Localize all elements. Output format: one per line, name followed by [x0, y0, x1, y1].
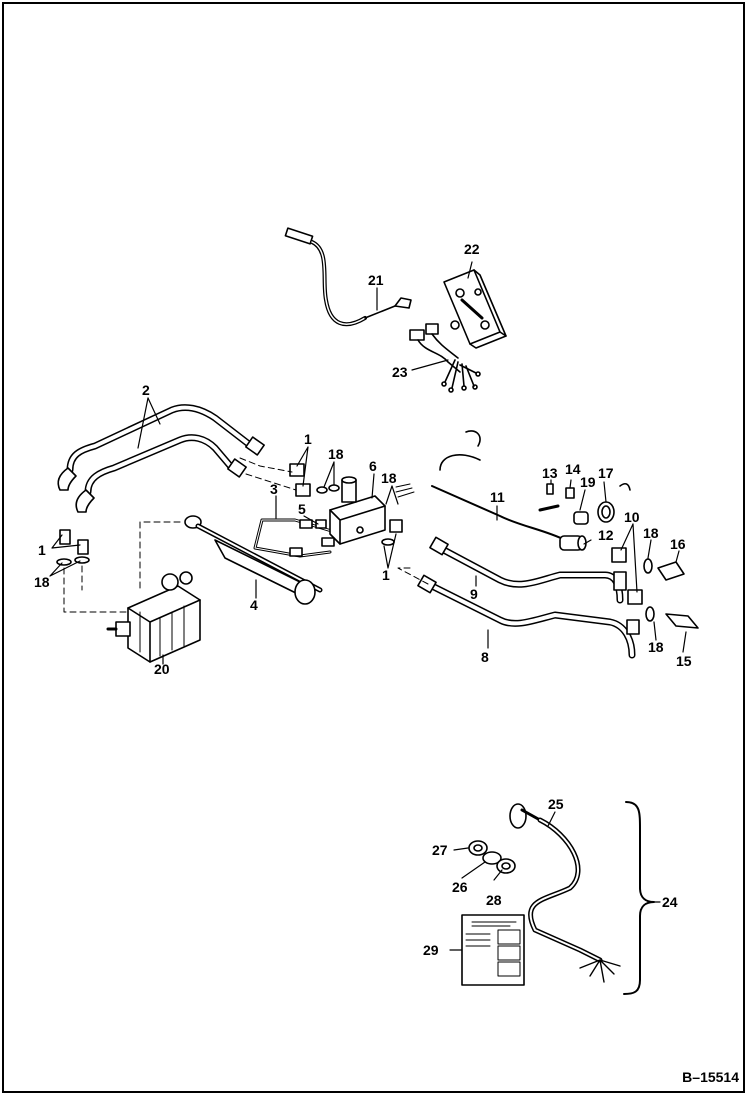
- callout-19: 19: [580, 474, 596, 490]
- callout-25: 25: [548, 796, 564, 812]
- callout-1-left: 1: [38, 542, 46, 558]
- kit-bracket: [623, 801, 655, 995]
- callout-28: 28: [486, 892, 502, 908]
- hydraulic-hose-8: [417, 574, 640, 659]
- callout-6: 6: [369, 458, 377, 474]
- controller-module-part: [443, 269, 507, 349]
- callout-24: 24: [662, 894, 678, 910]
- valve-fittings: [289, 463, 415, 547]
- valve-block-part: [329, 476, 386, 545]
- callout-18-lower-right: 18: [648, 639, 664, 655]
- callout-18-upper: 18: [328, 446, 344, 462]
- callout-29: 29: [423, 942, 439, 958]
- callout-26: 26: [452, 879, 468, 895]
- callout-10: 10: [624, 509, 640, 525]
- callout-5: 5: [298, 501, 306, 517]
- callout-18-valve: 18: [381, 470, 397, 486]
- callout-20: 20: [154, 661, 170, 677]
- hydraulic-hose-pair-2: [57, 404, 265, 513]
- wiring-harness-part: [409, 323, 481, 393]
- callout-4: 4: [250, 597, 258, 613]
- callout-21: 21: [368, 272, 384, 288]
- hydraulic-motor-part: [106, 571, 201, 663]
- instruction-decal-29: [461, 914, 525, 986]
- callout-16: 16: [670, 536, 686, 552]
- connector-cable-part: [431, 430, 587, 551]
- callout-17: 17: [598, 465, 614, 481]
- left-fittings: [56, 529, 90, 566]
- callout-1-upper: 1: [304, 431, 312, 447]
- small-hardware-parts: [546, 482, 631, 525]
- callout-18-right: 18: [643, 525, 659, 541]
- sensor-cable-part: [284, 227, 412, 327]
- drawing-reference-number: B–15514: [682, 1069, 739, 1085]
- callout-9: 9: [470, 586, 478, 602]
- callout-14: 14: [565, 461, 581, 477]
- hydraulic-cylinder-part: [184, 515, 323, 605]
- callout-13: 13: [542, 465, 558, 481]
- callout-12: 12: [598, 527, 614, 543]
- callout-23: 23: [392, 364, 408, 380]
- callout-1-lower: 1: [382, 567, 390, 583]
- callout-11: 11: [490, 489, 505, 505]
- hydraulic-hose-9: [429, 536, 624, 604]
- small-parts-26-28: [468, 840, 516, 874]
- callout-3: 3: [270, 481, 278, 497]
- callout-2: 2: [142, 382, 150, 398]
- callout-18-left: 18: [34, 574, 50, 590]
- callout-8: 8: [481, 649, 489, 665]
- right-fittings: [611, 547, 699, 629]
- harness-cable-25: [509, 803, 621, 983]
- callout-22: 22: [464, 241, 480, 257]
- steel-tube-part: [253, 518, 347, 558]
- callout-15: 15: [676, 653, 692, 669]
- callout-27: 27: [432, 842, 448, 858]
